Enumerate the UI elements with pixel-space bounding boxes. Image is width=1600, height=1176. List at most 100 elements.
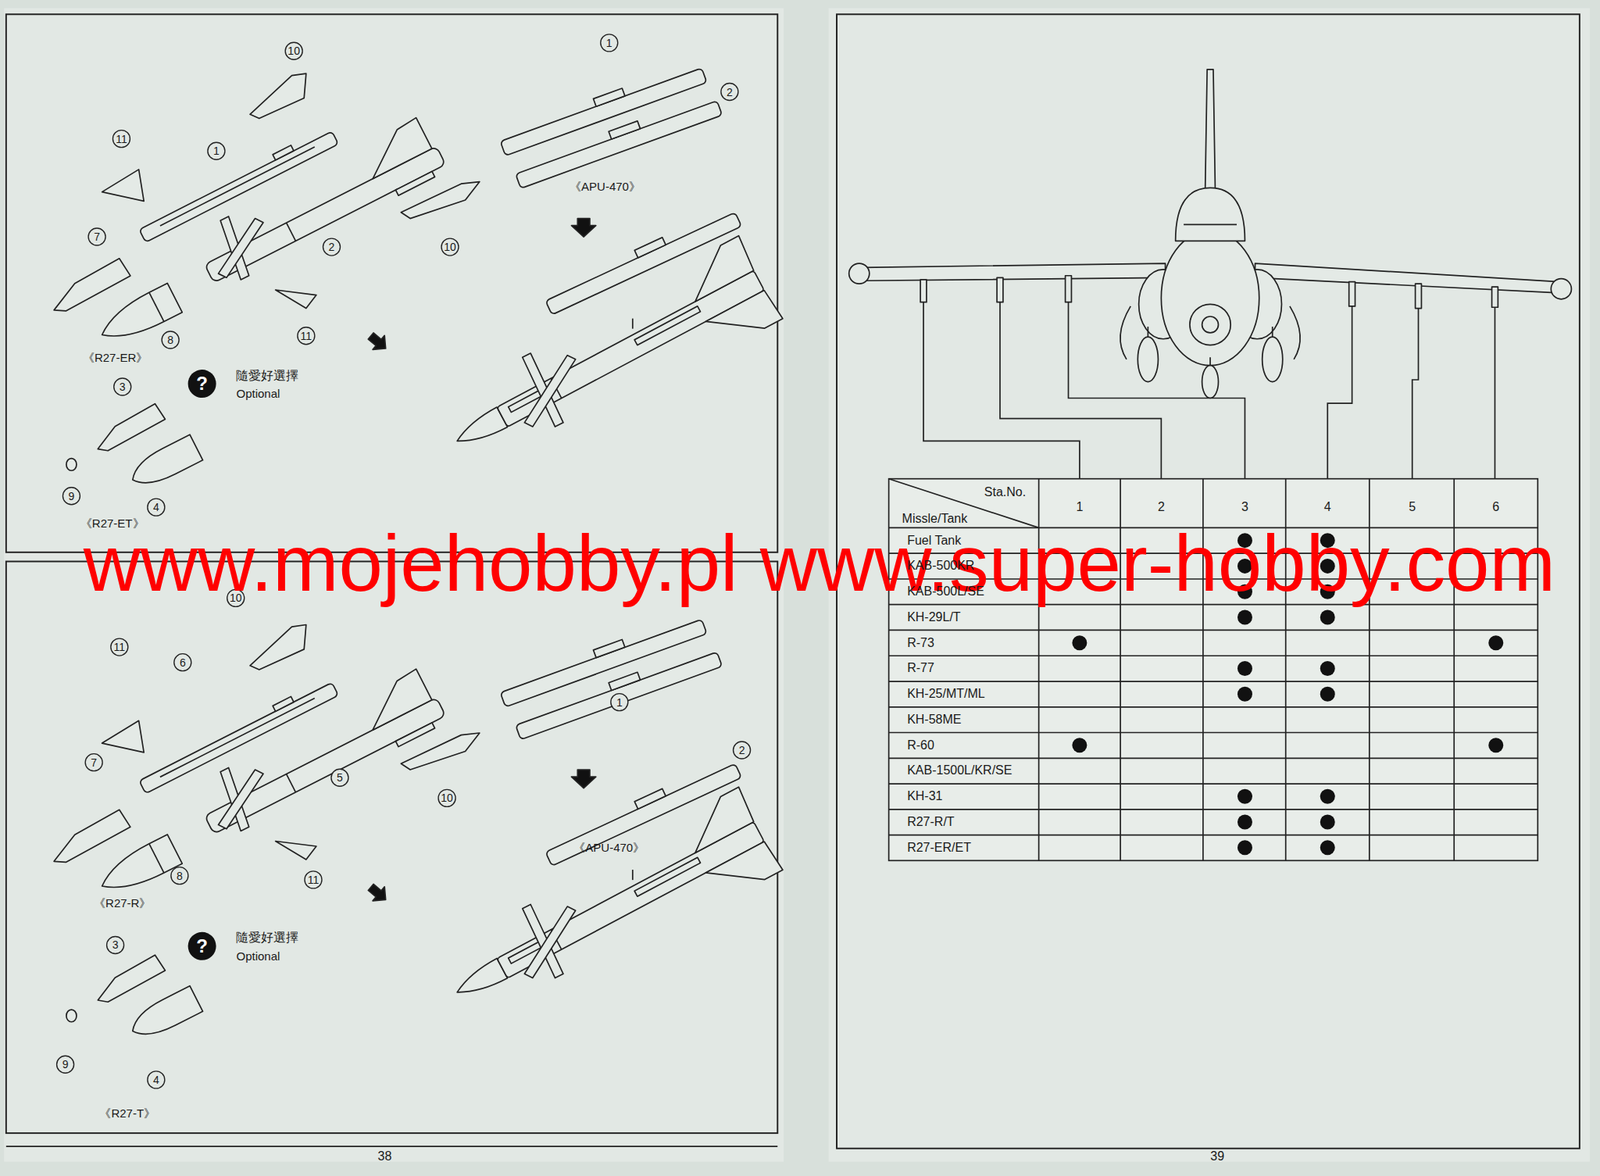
table-row-label: KAB-1500L/KR/SE bbox=[907, 764, 1012, 777]
table-header: 5 bbox=[1408, 500, 1416, 514]
station-dot bbox=[1237, 839, 1253, 855]
table-header: Missle/Tank bbox=[902, 512, 968, 525]
table-row-label: KAB-500L/SE bbox=[907, 585, 985, 598]
callout-number: 11 bbox=[307, 874, 320, 886]
table-row-label: KAB-500KR bbox=[907, 559, 975, 572]
optional-note: 隨愛好選擇 bbox=[235, 931, 299, 944]
table-row-label: R-73 bbox=[907, 636, 935, 650]
callout-circle bbox=[174, 653, 192, 672]
table-header: 6 bbox=[1492, 500, 1500, 514]
table-header: Sta.No. bbox=[984, 485, 1026, 499]
optional-icon: ? bbox=[196, 374, 208, 393]
table-header: 3 bbox=[1241, 500, 1249, 514]
callout-number: 4 bbox=[153, 501, 160, 513]
callout-circle bbox=[600, 34, 618, 52]
part-name: 《R27-T》 bbox=[99, 1106, 156, 1118]
callout-number: 9 bbox=[62, 1058, 69, 1070]
callout-number: 1 bbox=[213, 145, 220, 157]
callout-number: 11 bbox=[115, 133, 128, 145]
callout-number: 9 bbox=[68, 490, 75, 502]
station-dot bbox=[1320, 814, 1336, 829]
callout-number: 11 bbox=[114, 641, 126, 653]
callout-number: 5 bbox=[336, 771, 343, 783]
callout-circle bbox=[721, 83, 739, 101]
callout-circle bbox=[171, 867, 189, 885]
callout-circle bbox=[297, 327, 315, 345]
callout-number: 1 bbox=[606, 37, 613, 49]
callout-circle bbox=[207, 142, 225, 160]
station-dot bbox=[1237, 686, 1253, 702]
station-dot bbox=[1488, 737, 1504, 753]
callout-circle bbox=[85, 753, 103, 772]
callout-circle bbox=[733, 741, 751, 759]
callout-number: 4 bbox=[153, 1074, 160, 1086]
page-number: 38 bbox=[378, 1150, 393, 1163]
callout-number: 2 bbox=[739, 744, 746, 756]
callout-circle bbox=[57, 1055, 75, 1073]
table-row-label: KH-29L/T bbox=[907, 610, 961, 624]
table-row-label: R27-R/T bbox=[907, 815, 954, 829]
callout-number: 10 bbox=[443, 241, 457, 253]
callout-number: 7 bbox=[93, 231, 100, 243]
station-dot bbox=[1320, 839, 1336, 855]
callout-circle bbox=[114, 378, 132, 396]
page-number: 39 bbox=[1210, 1150, 1225, 1163]
station-dot bbox=[1320, 609, 1336, 625]
callout-circle bbox=[610, 693, 629, 711]
station-dot bbox=[1237, 609, 1253, 625]
callout-number: 8 bbox=[167, 334, 174, 346]
optional-note: 隨愛好選擇 bbox=[235, 369, 299, 383]
table-row-label: KH-58ME bbox=[907, 713, 961, 726]
callout-number: 8 bbox=[176, 870, 183, 882]
callout-circle bbox=[331, 768, 349, 786]
station-dot bbox=[1071, 737, 1087, 753]
callout-number: 11 bbox=[300, 330, 313, 342]
callout-circle bbox=[107, 935, 125, 954]
station-dot bbox=[1320, 789, 1336, 804]
table-row-label: R-60 bbox=[907, 739, 935, 752]
callout-circle bbox=[88, 228, 106, 246]
station-dot bbox=[1320, 686, 1336, 702]
station-dot bbox=[1237, 814, 1253, 829]
part-name: 《APU-470》 bbox=[573, 841, 645, 854]
callout-circle bbox=[285, 42, 303, 60]
optional-icon-circle bbox=[188, 932, 217, 961]
callout-number: 2 bbox=[726, 86, 733, 98]
table-header: 4 bbox=[1324, 500, 1332, 514]
table-row-label: R27-ER/ET bbox=[907, 841, 972, 854]
optional-icon-circle bbox=[188, 369, 217, 398]
part-name: 《APU-470》 bbox=[569, 179, 641, 192]
optional-icon: ? bbox=[196, 936, 208, 956]
table-row-label: KH-25/MT/ML bbox=[907, 687, 986, 700]
part-name: Optional bbox=[236, 949, 281, 961]
part-name: Optional bbox=[236, 386, 281, 399]
callout-circle bbox=[304, 871, 322, 889]
station-dot bbox=[1237, 660, 1253, 676]
callout-circle bbox=[112, 130, 130, 148]
callout-circle bbox=[441, 238, 459, 256]
callout-number: 3 bbox=[119, 381, 126, 393]
callout-circle bbox=[438, 789, 456, 807]
callout-circle bbox=[147, 498, 165, 516]
table-row-label: R-77 bbox=[907, 661, 935, 675]
callout-number: 3 bbox=[112, 939, 119, 950]
callout-number: 2 bbox=[328, 241, 336, 253]
station-dot bbox=[1320, 660, 1336, 676]
part-name: 《R27-R》 bbox=[93, 896, 151, 908]
callout-circle bbox=[161, 331, 179, 349]
callout-number: 10 bbox=[287, 45, 300, 57]
table-header: 1 bbox=[1075, 500, 1083, 514]
callout-number: 1 bbox=[616, 696, 623, 708]
watermark: www.mojehobby.pl www.super-hobby.com bbox=[83, 523, 1556, 603]
station-dot bbox=[1237, 789, 1253, 804]
table-header: 2 bbox=[1157, 500, 1165, 514]
callout-circle bbox=[110, 638, 129, 656]
callout-number: 6 bbox=[179, 657, 186, 668]
part-name: 《R27-ER》 bbox=[82, 351, 148, 364]
callout-number: 7 bbox=[90, 757, 97, 768]
table-row-label: KH-31 bbox=[907, 789, 943, 803]
callout-circle bbox=[62, 487, 80, 505]
station-dot bbox=[1488, 635, 1504, 650]
table-row-label: Fuel Tank bbox=[907, 534, 961, 547]
station-dot bbox=[1071, 635, 1087, 650]
